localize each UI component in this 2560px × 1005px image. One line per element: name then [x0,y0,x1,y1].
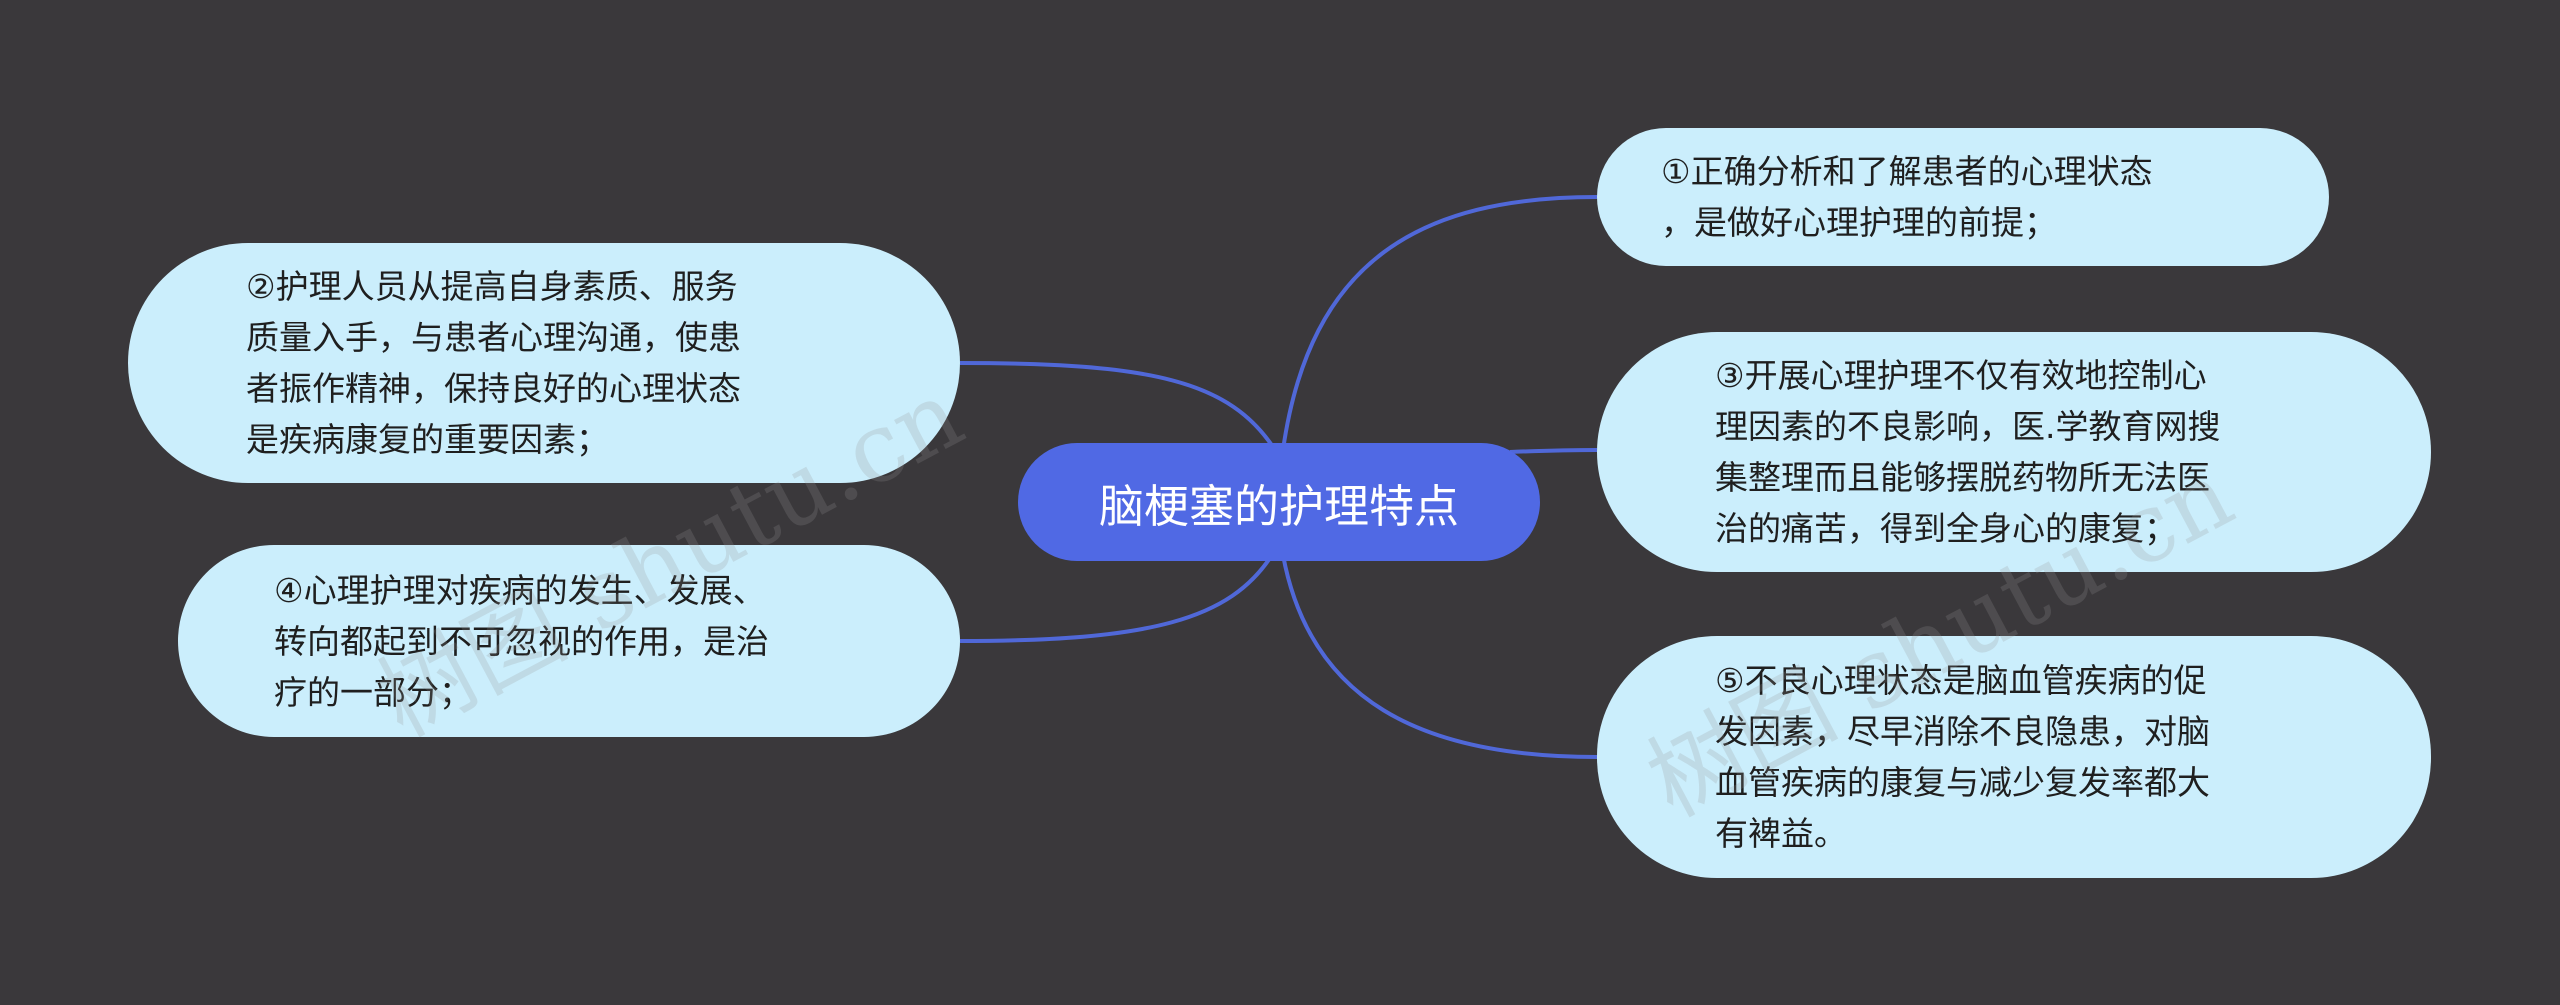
topic-node-5[interactable]: ⑤不良心理状态是脑血管疾病的促 发因素，尽早消除不良隐患，对脑 血管疾病的康复与… [1597,636,2431,878]
root-topic[interactable]: 脑梗塞的护理特点 [1018,443,1540,561]
root-topic-label: 脑梗塞的护理特点 [1098,479,1459,533]
topic-node-2[interactable]: ②护理人员从提高自身素质、服务 质量入手，与患者心理沟通，使患 者振作精神，保持… [128,243,960,483]
edge-root-n1 [1281,195,1598,451]
edge-root-n5 [1281,554,1598,759]
topic-node-1[interactable]: ①正确分析和了解患者的心理状态 ，是做好心理护理的前提； [1597,128,2329,266]
topic-node-4-text: ④心理护理对疾病的发生、发展、 转向都起到不可忽视的作用，是治 疗的一部分； [274,570,769,712]
edge-root-n3 [1509,448,1598,454]
edge-root-n4 [959,553,1274,643]
topic-node-1-text: ①正确分析和了解患者的心理状态 ，是做好心理护理的前提； [1661,152,2153,242]
topic-node-5-text: ⑤不良心理状态是脑血管疾病的促 发因素，尽早消除不良隐患，对脑 血管疾病的康复与… [1715,661,2210,853]
topic-node-4[interactable]: ④心理护理对疾病的发生、发展、 转向都起到不可忽视的作用，是治 疗的一部分； [178,545,960,737]
topic-node-3[interactable]: ③开展心理护理不仅有效地控制心 理因素的不良影响，医.学教育网搜 集整理而且能够… [1597,332,2431,572]
topic-node-2-text: ②护理人员从提高自身素质、服务 质量入手，与患者心理沟通，使患 者振作精神，保持… [246,267,741,459]
edge-root-n2 [959,361,1277,452]
topic-node-3-text: ③开展心理护理不仅有效地控制心 理因素的不良影响，医.学教育网搜 集整理而且能够… [1715,356,2221,548]
